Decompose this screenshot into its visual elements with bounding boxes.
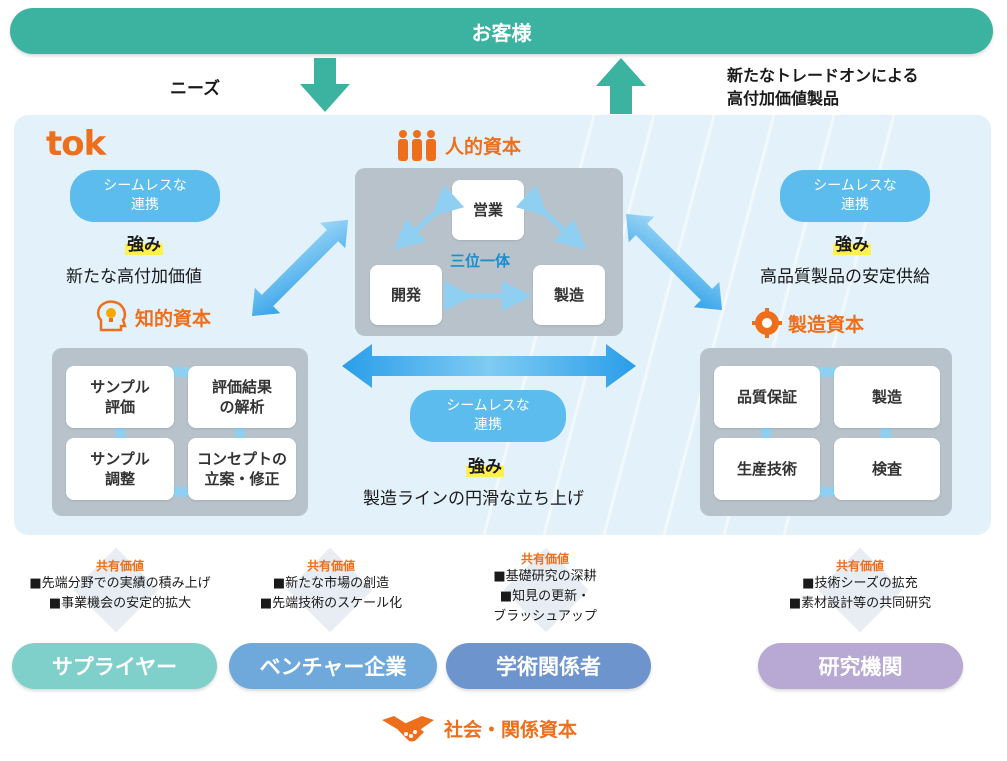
- customer-label: お客様: [471, 20, 532, 45]
- shared-value-title: 共有価値: [520, 552, 569, 566]
- shared-value-item: ブラッシュアップ: [493, 609, 597, 624]
- people-icon: [398, 130, 436, 161]
- shared-value-title: 共有価値: [95, 559, 144, 573]
- development-box: 開発: [370, 265, 442, 325]
- social-capital-title: 社会・関係資本: [380, 710, 577, 746]
- handshake-icon: [382, 716, 434, 742]
- production-engineering-box: 生産技術: [714, 438, 820, 500]
- shared-value-title: 共有価値: [835, 559, 884, 573]
- right-strength-title: 強み: [833, 230, 871, 255]
- sample-adjustment-box: サンプル 調整: [66, 438, 174, 500]
- result-analysis-box: 評価結果 の解析: [188, 366, 296, 428]
- left-seamless-pill: シームレスな 連携: [70, 170, 220, 222]
- customer-bar: お客様: [10, 8, 993, 54]
- production-box: 製造: [834, 366, 940, 428]
- left-strength-title: 強み: [125, 230, 163, 255]
- stakeholder-institute: 研究機関: [758, 643, 963, 689]
- concept-planning-box: コンセプトの 立案・修正: [188, 438, 296, 500]
- center-strength-text: 製造ラインの円滑な立ち上げ: [363, 489, 584, 509]
- intellectual-capital-label: 知的資本: [135, 307, 212, 330]
- shared-value-title: 共有価値: [306, 559, 355, 573]
- needs-label: ニーズ: [170, 79, 221, 99]
- human-capital-title: 人的資本: [395, 128, 521, 162]
- shared-value-institute: 共有価値 ■技術シーズの拡充 ■素材設計等の共同研究: [755, 557, 965, 614]
- center-seamless-pill: シームレスな 連携: [410, 390, 566, 442]
- sample-evaluation-box: サンプル 評価: [66, 366, 174, 428]
- gear-icon: [752, 308, 782, 338]
- needs-arrow-icon: [300, 58, 350, 112]
- shared-value-item: ■基礎研究の深耕: [493, 569, 597, 584]
- shared-value-academic: 共有価値 ■基礎研究の深耕 ■知見の更新・ ブラッシュアップ: [440, 550, 650, 627]
- stakeholder-supplier: サプライヤー: [12, 643, 217, 689]
- inspection-box: 検査: [834, 438, 940, 500]
- stakeholder-academic: 学術関係者: [446, 643, 651, 689]
- tok-logo: tok: [46, 124, 106, 164]
- head-lightbulb-icon: [97, 300, 127, 332]
- shared-value-item: ■事業機会の安定的拡大: [48, 596, 192, 611]
- manufactured-capital-label: 製造資本: [788, 313, 865, 336]
- shared-value-item: ■先端分野での実績の積み上げ: [29, 576, 211, 591]
- stakeholder-venture: ベンチャー企業: [229, 643, 437, 689]
- shared-value-item: ■先端技術のスケール化: [259, 596, 403, 611]
- shared-value-item: ■技術シーズの拡充: [802, 576, 918, 591]
- products-label: 新たなトレードオンによる 高付加価値製品: [727, 66, 919, 108]
- human-capital-label: 人的資本: [445, 135, 522, 158]
- right-strength-text: 高品質製品の安定供給: [760, 267, 930, 287]
- quality-assurance-box: 品質保証: [714, 366, 820, 428]
- intellectual-capital-title: 知的資本: [95, 300, 211, 334]
- trinity-label: 三位一体: [450, 252, 511, 270]
- right-seamless-pill: シームレスな 連携: [780, 170, 930, 222]
- left-strength-text: 新たな高付加価値: [66, 267, 202, 287]
- products-arrow-icon: [596, 58, 646, 114]
- shared-value-item: ■知見の更新・: [499, 589, 591, 604]
- social-capital-label: 社会・関係資本: [444, 718, 578, 741]
- trinity-arrows: [393, 184, 587, 311]
- center-strength-title: 強み: [466, 452, 504, 477]
- shared-value-item: ■素材設計等の共同研究: [788, 596, 932, 611]
- shared-value-venture: 共有価値 ■新たな市場の創造 ■先端技術のスケール化: [226, 557, 436, 614]
- manufacturing-box: 製造: [533, 265, 605, 325]
- manufactured-capital-title: 製造資本: [752, 308, 864, 338]
- shared-value-item: ■新たな市場の創造: [272, 576, 390, 591]
- shared-value-supplier: 共有価値 ■先端分野での実績の積み上げ ■事業機会の安定的拡大: [10, 557, 230, 614]
